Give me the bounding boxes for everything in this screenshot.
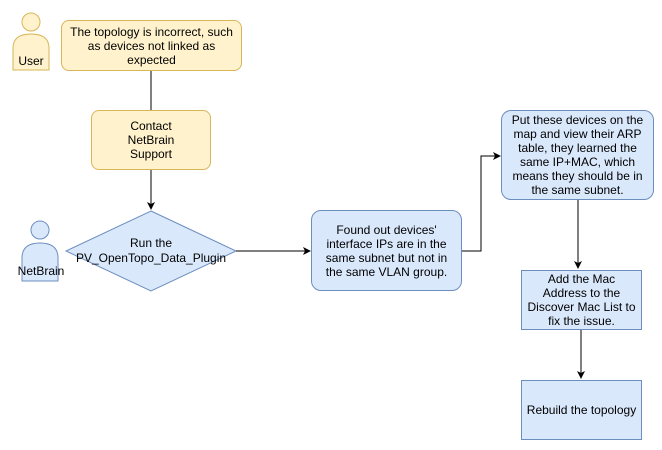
add-mac-node: Add the Mac Address to the Discover Mac … bbox=[521, 270, 642, 330]
found-out-node: Found out devices' interface IPs are in … bbox=[311, 210, 462, 291]
run-plugin-diamond bbox=[64, 210, 238, 292]
netbrain-actor-icon bbox=[21, 220, 59, 282]
put-devices-node: Put these devices on the map and view th… bbox=[501, 110, 654, 200]
edge-found-put bbox=[462, 152, 501, 252]
problem-node: The topology is incorrect, such as devic… bbox=[61, 20, 242, 71]
netbrain-actor-label: NetBrain bbox=[17, 264, 65, 278]
run-plugin-label: Run the PV_OpenTopo_Data_Plugin bbox=[66, 236, 236, 266]
contact-support-node: Contact NetBrain Support bbox=[91, 110, 211, 170]
user-actor-icon bbox=[12, 12, 50, 71]
user-actor-label: User bbox=[18, 54, 44, 68]
run-plugin-label-line1: Run the bbox=[129, 236, 173, 250]
rebuild-topology-node: Rebuild the topology bbox=[521, 380, 642, 440]
run-plugin-label-line2: PV_OpenTopo_Data_Plugin bbox=[75, 251, 227, 265]
